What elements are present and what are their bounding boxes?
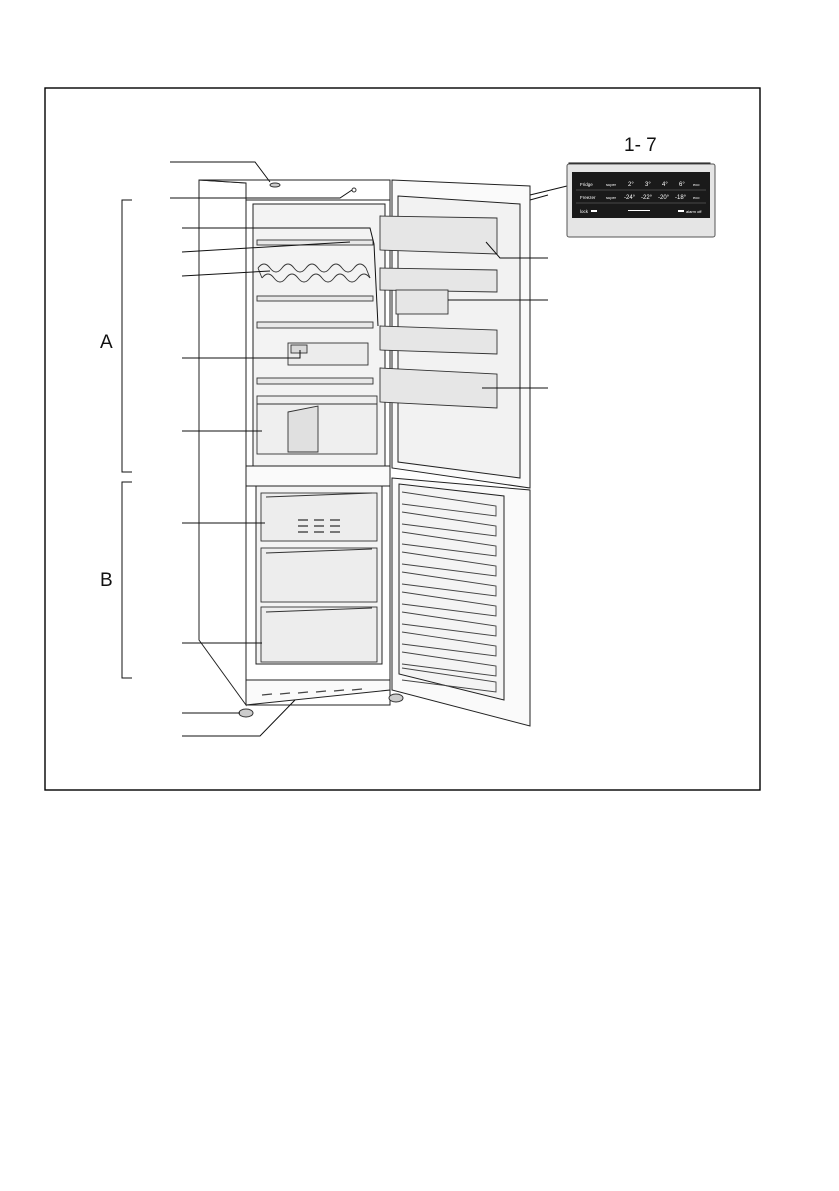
bottle-rack bbox=[257, 263, 371, 283]
panel-fridge-temp-4[interactable]: 6° bbox=[679, 182, 685, 188]
panel-alarm-off[interactable]: alarm off bbox=[686, 209, 702, 214]
panel-fridge-label: Fridge bbox=[580, 182, 593, 187]
freezer-door bbox=[391, 477, 531, 727]
panel-freezer-eco[interactable]: eco bbox=[693, 195, 700, 200]
panel-freezer-label: Freezer bbox=[580, 195, 596, 200]
panel-fridge-temp-1[interactable]: 2° bbox=[628, 182, 634, 188]
panel-freezer-temp-1[interactable]: -24° bbox=[624, 195, 636, 201]
section-label-b: B bbox=[100, 570, 113, 591]
panel-fridge-temp-3[interactable]: 4° bbox=[662, 182, 668, 188]
panel-alarm-indicator bbox=[678, 210, 684, 212]
panel-freezer-super[interactable]: super bbox=[606, 195, 617, 200]
freezer-drawers bbox=[260, 492, 378, 663]
leader-lines bbox=[170, 161, 568, 737]
freezer-door-ribs bbox=[401, 491, 497, 693]
callout-range-label: 1- 7 bbox=[624, 135, 657, 156]
adjustable-foot bbox=[238, 708, 254, 718]
door-foot bbox=[388, 693, 404, 703]
ventilation-grille bbox=[261, 688, 363, 696]
panel-fridge-temp-2[interactable]: 3° bbox=[645, 182, 651, 188]
drawer-marking bbox=[298, 519, 340, 533]
section-label-a: A bbox=[100, 332, 113, 353]
fridge-shelves bbox=[256, 239, 374, 385]
section-brackets bbox=[121, 199, 132, 679]
panel-fridge-super[interactable]: super bbox=[606, 182, 617, 187]
interior-light bbox=[269, 182, 281, 188]
control-panel: Fridge super 2° 3° 4° 6° eco Freezer sup… bbox=[566, 163, 716, 238]
panel-freezer-temp-3[interactable]: -20° bbox=[658, 195, 670, 201]
door-shelves bbox=[379, 215, 498, 409]
panel-freezer-temp-4[interactable]: -18° bbox=[675, 195, 687, 201]
panel-freezer-temp-2[interactable]: -22° bbox=[641, 195, 653, 201]
panel-lock-label[interactable]: lock bbox=[580, 209, 589, 214]
vegetable-container bbox=[256, 395, 378, 455]
panel-lock-indicator bbox=[591, 210, 597, 212]
figure-frame bbox=[44, 87, 761, 791]
chiller-tray bbox=[287, 342, 369, 366]
panel-fridge-eco[interactable]: eco bbox=[693, 182, 700, 187]
panel-bar-indicator bbox=[628, 210, 650, 211]
